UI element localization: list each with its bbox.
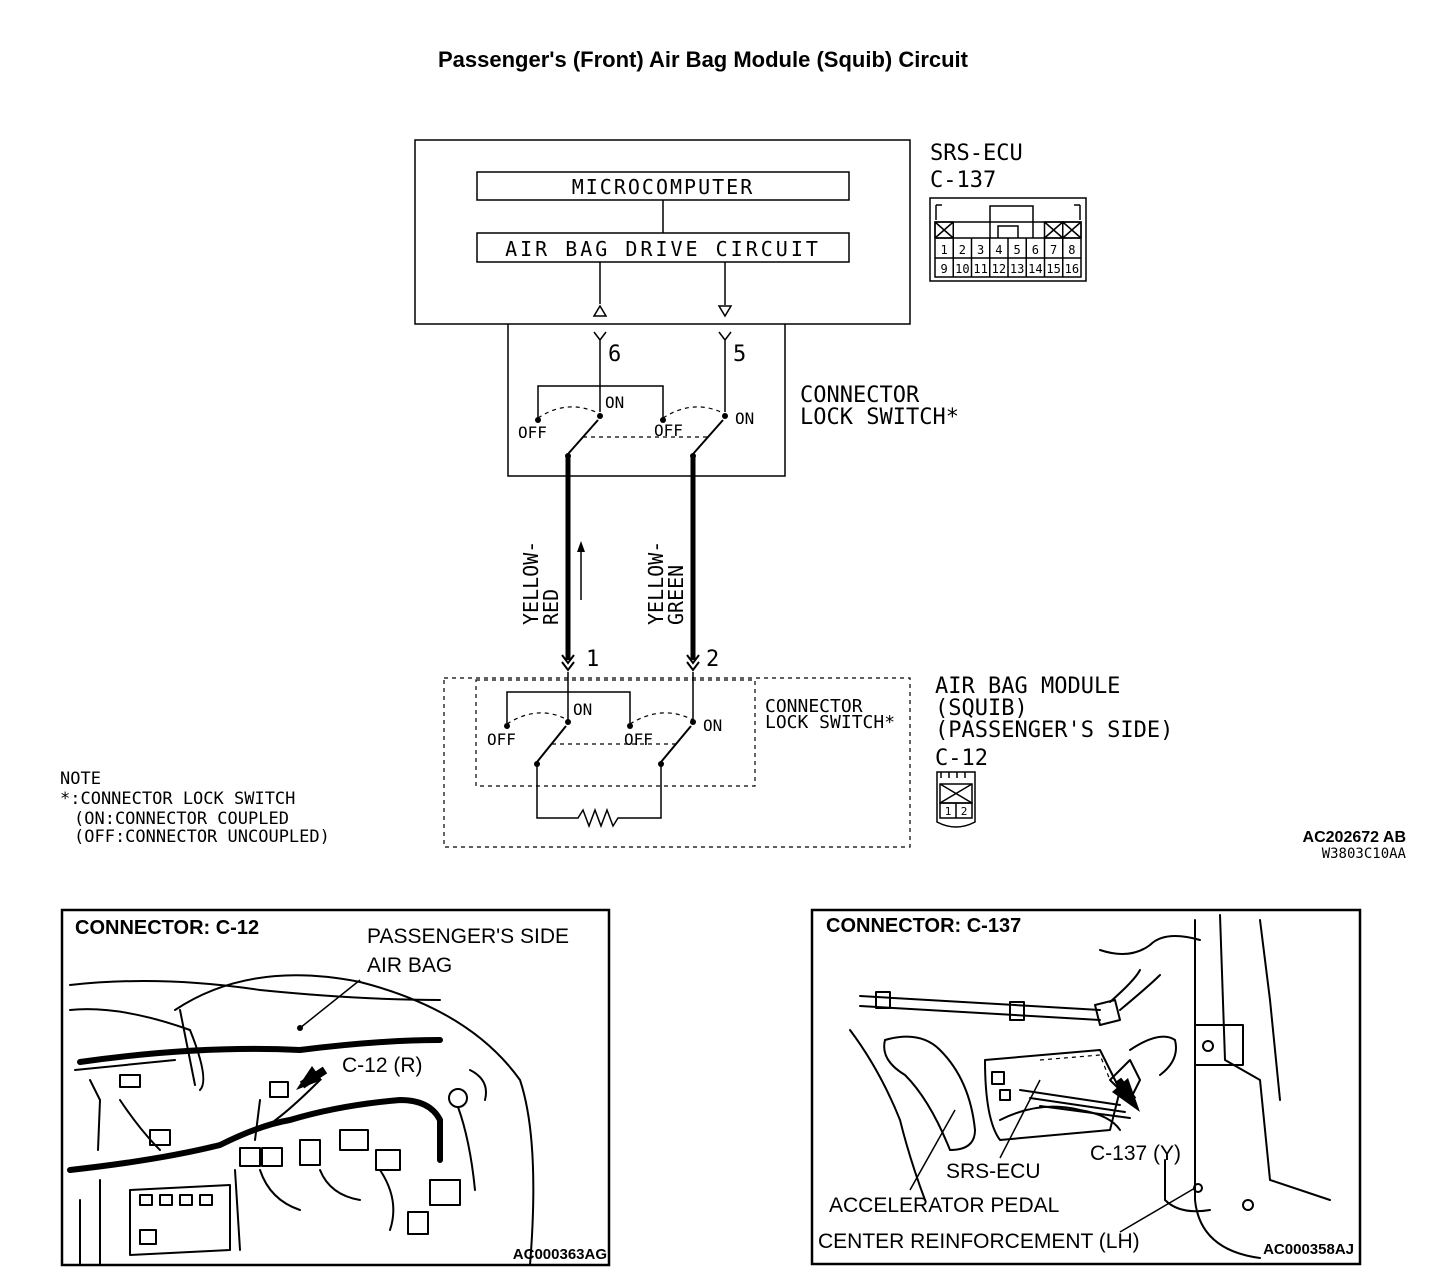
output-arrow-down-icon [717,305,733,318]
note-line-4: (OFF:CONNECTOR UNCOUPLED) [74,827,330,847]
c12-callout: C-12 (R) [342,1054,423,1077]
ecu-unused-cavity [1062,221,1082,239]
module-on-label-left: ON [573,700,592,719]
module-face-pin-1: 1 [945,805,952,818]
c12-label-air-bag: AIR BAG [367,954,452,977]
ecu-face-pin-bottom-10: 10 [955,262,969,276]
module-switch-label-2: LOCK SWITCH* [765,712,895,733]
ecu-face-pin-bottom-11: 11 [973,262,987,276]
ecu-pin-6: 6 [608,342,621,367]
wire-right-color-2: GREEN [664,565,688,625]
wire-right-color-1: YELLOW- [644,541,668,625]
panel-connector-c12 [60,908,611,1267]
ecu-face-pin-bottom-15: 15 [1046,262,1060,276]
ecu-face-pin-bottom-9: 9 [941,262,948,276]
ecu-face-pin-bottom-14: 14 [1028,262,1042,276]
c12-panel-code: AC000363AG [513,1246,607,1263]
ecu-face-pin-top-3: 3 [977,243,984,257]
drive-circuit-label: AIR BAG DRIVE CIRCUIT [505,237,821,261]
module-face-pin-2: 2 [961,805,968,818]
module-connector-face: 1 2 [936,771,976,828]
note-line-2: *:CONNECTOR LOCK SWITCH [60,789,295,809]
ecu-unused-cavity [934,221,954,239]
module-name-line3: (PASSENGER'S SIDE) [935,718,1173,743]
c12-label-passenger-side: PASSENGER'S SIDE [367,925,569,948]
srs-ecu-box: MICROCOMPUTER AIR BAG DRIVE CIRCUIT [414,139,911,325]
squib-resistor [536,764,662,829]
ecu-face-pin-bottom-16: 16 [1065,262,1079,276]
ecu-connector-id: C-137 [930,168,996,193]
ecu-face-pin-bottom-12: 12 [992,262,1006,276]
drive-circuit-block [476,232,850,263]
module-pin-1: 1 [586,647,599,672]
module-off-label-right: OFF [624,730,653,749]
microcomputer-label: MICROCOMPUTER [572,175,755,199]
ecu-face-pin-top-8: 8 [1068,243,1075,257]
ecu-face-pin-top-7: 7 [1050,243,1057,257]
ecu-face-pin-top-6: 6 [1032,243,1039,257]
ecu-face-pin-top-1: 1 [941,243,948,257]
ecu-face-pin-top-5: 5 [1014,243,1021,257]
page-title: Passenger's (Front) Air Bag Module (Squi… [438,47,969,72]
ecu-pin-5: 5 [733,342,746,367]
upper-off-label-left: OFF [518,423,547,442]
wire-left-color-1: YELLOW- [519,541,543,625]
upper-off-label-right: OFF [654,421,683,440]
ecu-face-pin-bottom-13: 13 [1010,262,1024,276]
c137-panel-heading: CONNECTOR: C-137 [826,915,1021,937]
module-name-line1: AIR BAG MODULE [935,674,1120,699]
upper-switch-label-2: LOCK SWITCH* [800,405,959,430]
upper-switch-box [507,324,786,672]
figure-subcode: W3803C10AA [1322,846,1407,862]
wire-left-color-2: RED [539,589,563,625]
upper-on-label-right: ON [735,409,754,428]
module-pin-2: 2 [706,647,719,672]
note-line-1: NOTE [60,769,101,789]
c137-label-accelerator-pedal: ACCELERATOR PEDAL [829,1194,1059,1217]
ecu-name: SRS-ECU [930,141,1023,166]
module-name-line2: (SQUIB) [935,696,1028,721]
c137-label-srs-ecu: SRS-ECU [946,1160,1041,1183]
panel-connector-c137 [810,908,1362,1266]
air-bag-module-box [443,672,911,848]
figure-code: AC202672 AB [1303,829,1406,846]
module-connector-id: C-12 [935,746,988,771]
note-line-3: (ON:CONNECTOR COUPLED [74,809,289,829]
c137-label-center-reinforcement: CENTER REINFORCEMENT (LH) [818,1230,1140,1253]
c137-panel-code: AC000358AJ [1263,1241,1354,1258]
module-on-label-right: ON [703,716,722,735]
c137-callout: C-137 (Y) [1090,1142,1181,1165]
c12-panel-heading: CONNECTOR: C-12 [75,917,259,939]
module-switch-label-1: CONNECTOR [765,696,863,717]
output-arrow-up-icon [592,304,608,317]
ecu-face-pin-top-4: 4 [995,243,1002,257]
ecu-face-pin-top-2: 2 [959,243,966,257]
upper-on-label-left: ON [605,393,624,412]
ecu-unused-cavity [1044,221,1064,239]
upper-switch-label-1: CONNECTOR [800,383,920,408]
module-off-label-left: OFF [487,730,516,749]
